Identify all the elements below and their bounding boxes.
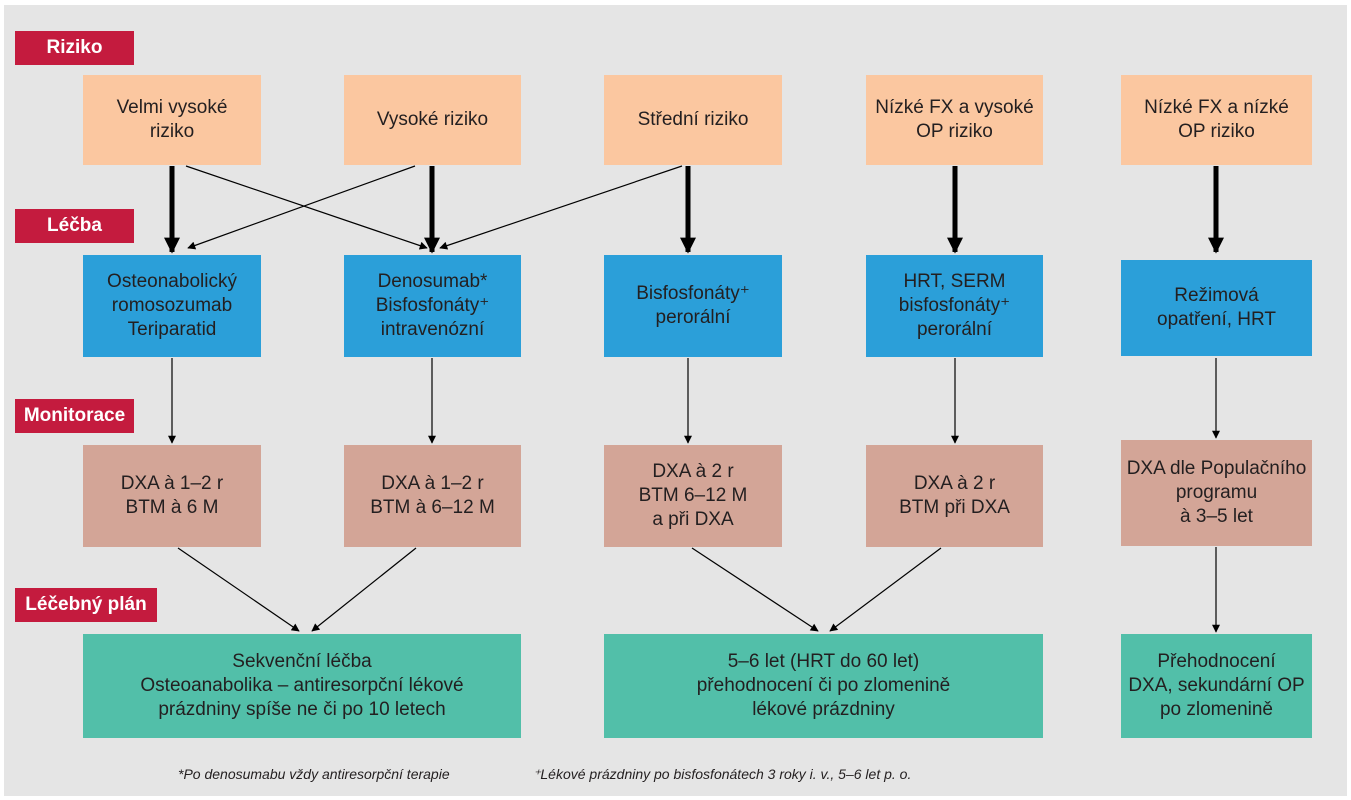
label-monitoring: Monitorace [15,399,134,433]
arrow-diagonal [439,165,683,250]
risk-low-fx-low-op: Nízké FX a nízké OP riziko [1121,75,1312,165]
arrow-thin [691,547,819,632]
monitoring-very-high: DXA à 1–2 r BTM à 6 M [83,445,261,547]
monitoring-medium: DXA à 2 r BTM 6–12 M a při DXA [604,445,782,547]
plan-sequential: Sekvenční léčba Osteoanabolika – antires… [83,634,521,738]
treatment-regimen: Režimová opatření, HRT [1121,260,1312,356]
arrow-thin [177,547,300,632]
label-treatment: Léčba [15,209,134,243]
risk-low-fx-high-op: Nízké FX a vysoké OP riziko [866,75,1043,165]
plan-reevaluation: Přehodnocení DXA, sekundární OP po zlome… [1121,634,1312,738]
arrow-diagonal [185,165,428,250]
monitoring-low-fx-high-op: DXA à 2 r BTM při DXA [866,445,1043,547]
arrow-thin [829,547,942,632]
risk-medium: Střední riziko [604,75,782,165]
risk-high: Vysoké riziko [344,75,521,165]
footnote-denosumab: *Po denosumabu vždy antiresorpční terapi… [178,766,450,782]
plan-5-6-years: 5–6 let (HRT do 60 let) přehodnocení či … [604,634,1043,738]
monitoring-high: DXA à 1–2 r BTM à 6–12 M [344,445,521,547]
label-plan: Léčebný plán [15,588,157,622]
treatment-denosumab: Denosumab* Bisfosfonáty⁺ intravenózní [344,255,521,357]
label-risk: Riziko [15,31,134,65]
treatment-hrt-serm: HRT, SERM bisfosfonáty⁺ perorální [866,255,1043,357]
arrow-thin [311,547,417,632]
treatment-bisphosphonates-oral: Bisfosfonáty⁺ perorální [604,255,782,357]
monitoring-low-fx-low-op: DXA dle Populačního programu à 3–5 let [1121,440,1312,546]
risk-very-high: Velmi vysoké riziko [83,75,261,165]
footnote-bisphosphonates: ⁺Lékové prázdniny po bisfosfonátech 3 ro… [533,766,912,782]
treatment-osteoanabolic: Osteonabolický romosozumab Teriparatid [83,255,261,357]
arrow-diagonal [187,165,416,250]
